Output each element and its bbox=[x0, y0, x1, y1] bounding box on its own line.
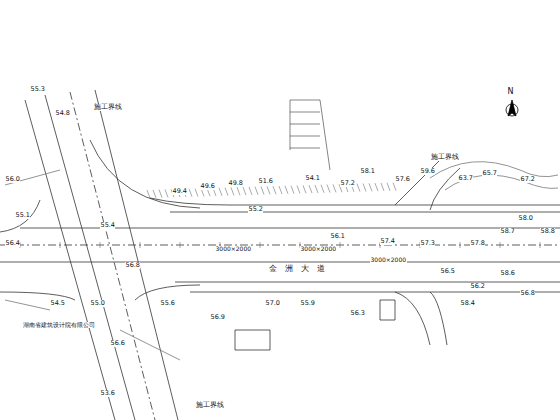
elevation-label: 54.8 bbox=[55, 110, 70, 117]
north-label: N bbox=[507, 88, 514, 96]
elevation-label: 55.6 bbox=[160, 300, 175, 307]
elevation-label: 53.6 bbox=[100, 390, 115, 397]
elevation-label: 49.6 bbox=[200, 183, 215, 190]
road-label: 金洲大道 bbox=[268, 265, 333, 273]
road-label: 3000×2000 bbox=[300, 246, 337, 252]
elevation-label: 55.2 bbox=[248, 206, 263, 213]
elevation-label: 55.1 bbox=[15, 212, 30, 219]
elevation-label: 57.0 bbox=[265, 300, 280, 307]
elevation-label: 58.8 bbox=[540, 228, 555, 235]
elevation-label: 54.1 bbox=[305, 175, 320, 182]
elevation-label: 56.8 bbox=[125, 262, 140, 269]
road-label: 湖南省建筑设计院有限公司 bbox=[22, 322, 95, 328]
elevation-label: 56.6 bbox=[110, 340, 125, 347]
elevation-label: 57.8 bbox=[470, 240, 485, 247]
elevation-label: 56.9 bbox=[210, 314, 225, 321]
boundary-label: 施工界线 bbox=[430, 154, 459, 161]
road-label: 3000×2000 bbox=[370, 257, 407, 263]
elevation-label: 49.4 bbox=[172, 188, 187, 195]
elevation-label: 56.0 bbox=[5, 176, 20, 183]
elevation-label: 58.1 bbox=[360, 168, 375, 175]
elevation-label: 57.2 bbox=[340, 180, 355, 187]
elevation-label: 63.7 bbox=[458, 175, 473, 182]
elevation-label: 55.3 bbox=[30, 86, 45, 93]
elevation-label: 55.9 bbox=[300, 300, 315, 307]
elevation-label: 56.4 bbox=[5, 240, 20, 247]
elevation-label: 58.4 bbox=[460, 300, 475, 307]
boundary-label: 施工界线 bbox=[195, 402, 224, 409]
elevation-label: 57.3 bbox=[420, 240, 435, 247]
elevation-label: 58.6 bbox=[500, 270, 515, 277]
elevation-label: 54.5 bbox=[50, 300, 65, 307]
boundary-label: 施工界线 bbox=[93, 104, 122, 111]
elevation-label: 56.8 bbox=[520, 290, 535, 297]
elevation-label: 65.7 bbox=[482, 170, 497, 177]
elevation-label: 56.5 bbox=[440, 268, 455, 275]
elevation-label: 56.1 bbox=[330, 233, 345, 240]
elevation-label: 55.0 bbox=[90, 300, 105, 307]
elevation-label: 55.4 bbox=[100, 222, 115, 229]
elevation-label: 58.0 bbox=[518, 215, 533, 222]
elevation-label: 57.6 bbox=[395, 176, 410, 183]
elevation-label: 56.3 bbox=[350, 310, 365, 317]
elevation-label: 49.8 bbox=[228, 180, 243, 187]
elevation-label: 51.6 bbox=[258, 178, 273, 185]
elevation-label: 67.2 bbox=[520, 176, 535, 183]
elevation-label: 58.7 bbox=[500, 228, 515, 235]
elevation-label: 56.2 bbox=[470, 283, 485, 290]
elevation-label: 57.4 bbox=[380, 238, 395, 245]
elevation-label: 59.6 bbox=[420, 168, 435, 175]
road-label: 3000×2000 bbox=[215, 246, 252, 252]
